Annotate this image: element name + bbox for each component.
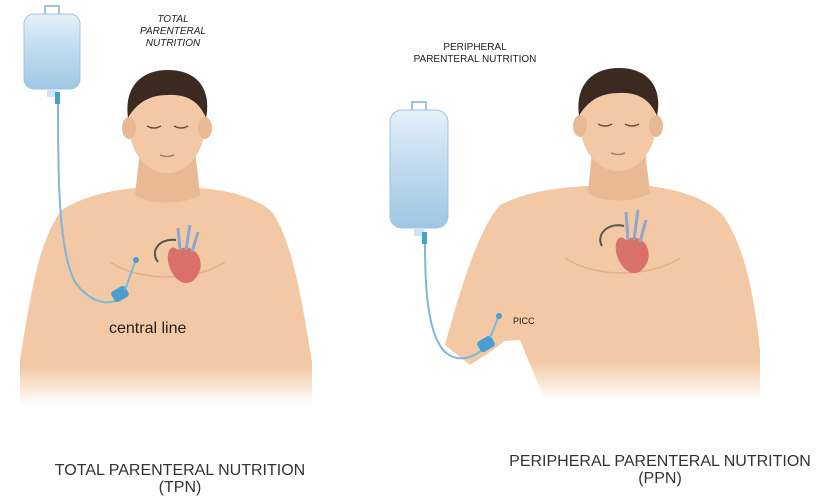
tpn-left-ear (122, 117, 136, 139)
tpn-right-ear (198, 117, 212, 139)
tpn-caption-title: TOTAL PARENTERAL NUTRITION (20, 462, 340, 479)
ppn-left-ear (573, 115, 587, 137)
tpn-top-label-line: TOTAL (128, 14, 218, 26)
ppn-iv-bag (390, 110, 448, 228)
tpn-iv-bag (24, 14, 80, 89)
ppn-bag-hanger (412, 102, 426, 110)
tpn-top-label-line: NUTRITION (128, 38, 218, 50)
central-line-label: central line (109, 320, 186, 338)
ppn-picc-tip (496, 313, 502, 319)
ppn-caption-abbrev: (PPN) (490, 470, 830, 487)
tpn-caption-abbrev: (TPN) (20, 479, 340, 496)
tpn-catheter-tip (133, 257, 139, 263)
ppn-top-label-line: PERIPHERAL (385, 42, 565, 54)
tpn-caption: TOTAL PARENTERAL NUTRITION (TPN) (20, 462, 340, 496)
ppn-right-ear (649, 115, 663, 137)
ppn-patient-figure (390, 68, 760, 400)
ppn-drip-chamber (422, 232, 427, 244)
tpn-torso (20, 188, 312, 405)
picc-label: PICC (513, 316, 535, 326)
ppn-top-label: PERIPHERAL PARENTERAL NUTRITION (385, 42, 565, 66)
ppn-caption-title: PERIPHERAL PARENTERAL NUTRITION (490, 453, 830, 470)
tpn-drip-chamber (55, 92, 60, 104)
tpn-top-label: TOTAL PARENTERAL NUTRITION (128, 14, 218, 50)
tpn-bag-hanger (45, 6, 59, 14)
tpn-patient-figure (20, 6, 312, 405)
tpn-top-label-line: PARENTERAL (128, 26, 218, 38)
ppn-top-label-line: PARENTERAL NUTRITION (385, 54, 565, 66)
ppn-caption: PERIPHERAL PARENTERAL NUTRITION (PPN) (490, 453, 830, 487)
ppn-torso (445, 186, 760, 400)
